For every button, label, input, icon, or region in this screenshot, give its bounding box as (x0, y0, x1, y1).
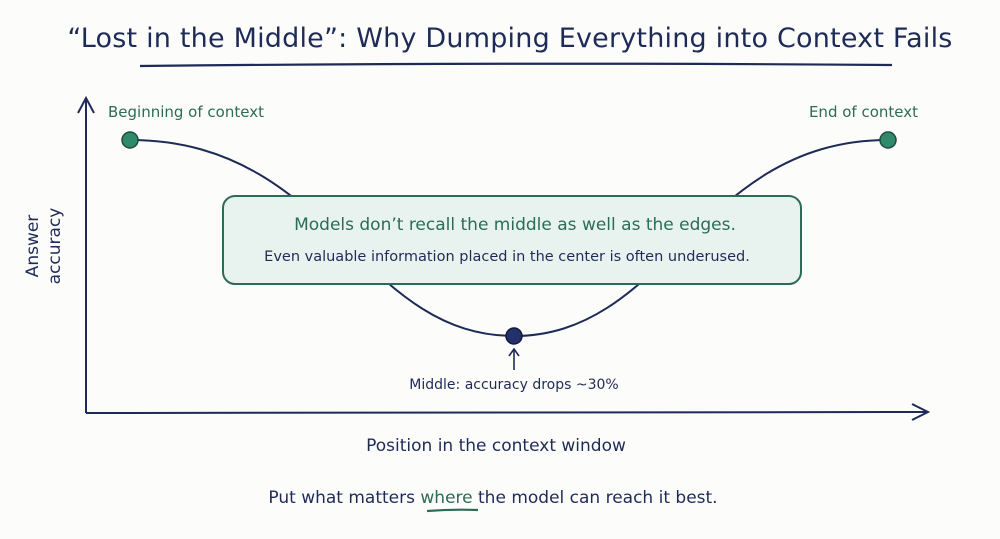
y-axis-label: Answer accuracy (23, 208, 65, 285)
title-underline (139, 62, 893, 68)
footer-emphasis: where (420, 488, 472, 508)
middle-label: Middle: accuracy drops ~30% (409, 377, 618, 393)
y-axis-arrowhead (77, 95, 95, 114)
footer-after: the model can reach it best. (473, 488, 718, 508)
end-label: End of context (809, 103, 918, 121)
beginning-point (121, 131, 139, 149)
callout-headline: Models don’t recall the middle as well a… (294, 215, 736, 235)
page-title: “Lost in the Middle”: Why Dumping Everyt… (67, 23, 952, 54)
beginning-label: Beginning of context (108, 103, 264, 121)
middle-arrowhead (508, 347, 520, 357)
y-axis-label-line1: Answer (23, 215, 43, 278)
end-point (879, 131, 897, 149)
y-axis-label-line2: accuracy (45, 208, 65, 285)
middle-point (505, 327, 523, 345)
footer-before: Put what matters (268, 488, 420, 508)
footer-emphasis-underline (426, 508, 479, 513)
x-axis-arrowhead (911, 403, 931, 421)
x-axis (85, 411, 927, 414)
x-axis-label: Position in the context window (366, 436, 626, 456)
callout-detail: Even valuable information placed in the … (264, 249, 750, 265)
callout-box (222, 195, 802, 285)
footer-text: Put what matters where the model can rea… (268, 488, 717, 508)
